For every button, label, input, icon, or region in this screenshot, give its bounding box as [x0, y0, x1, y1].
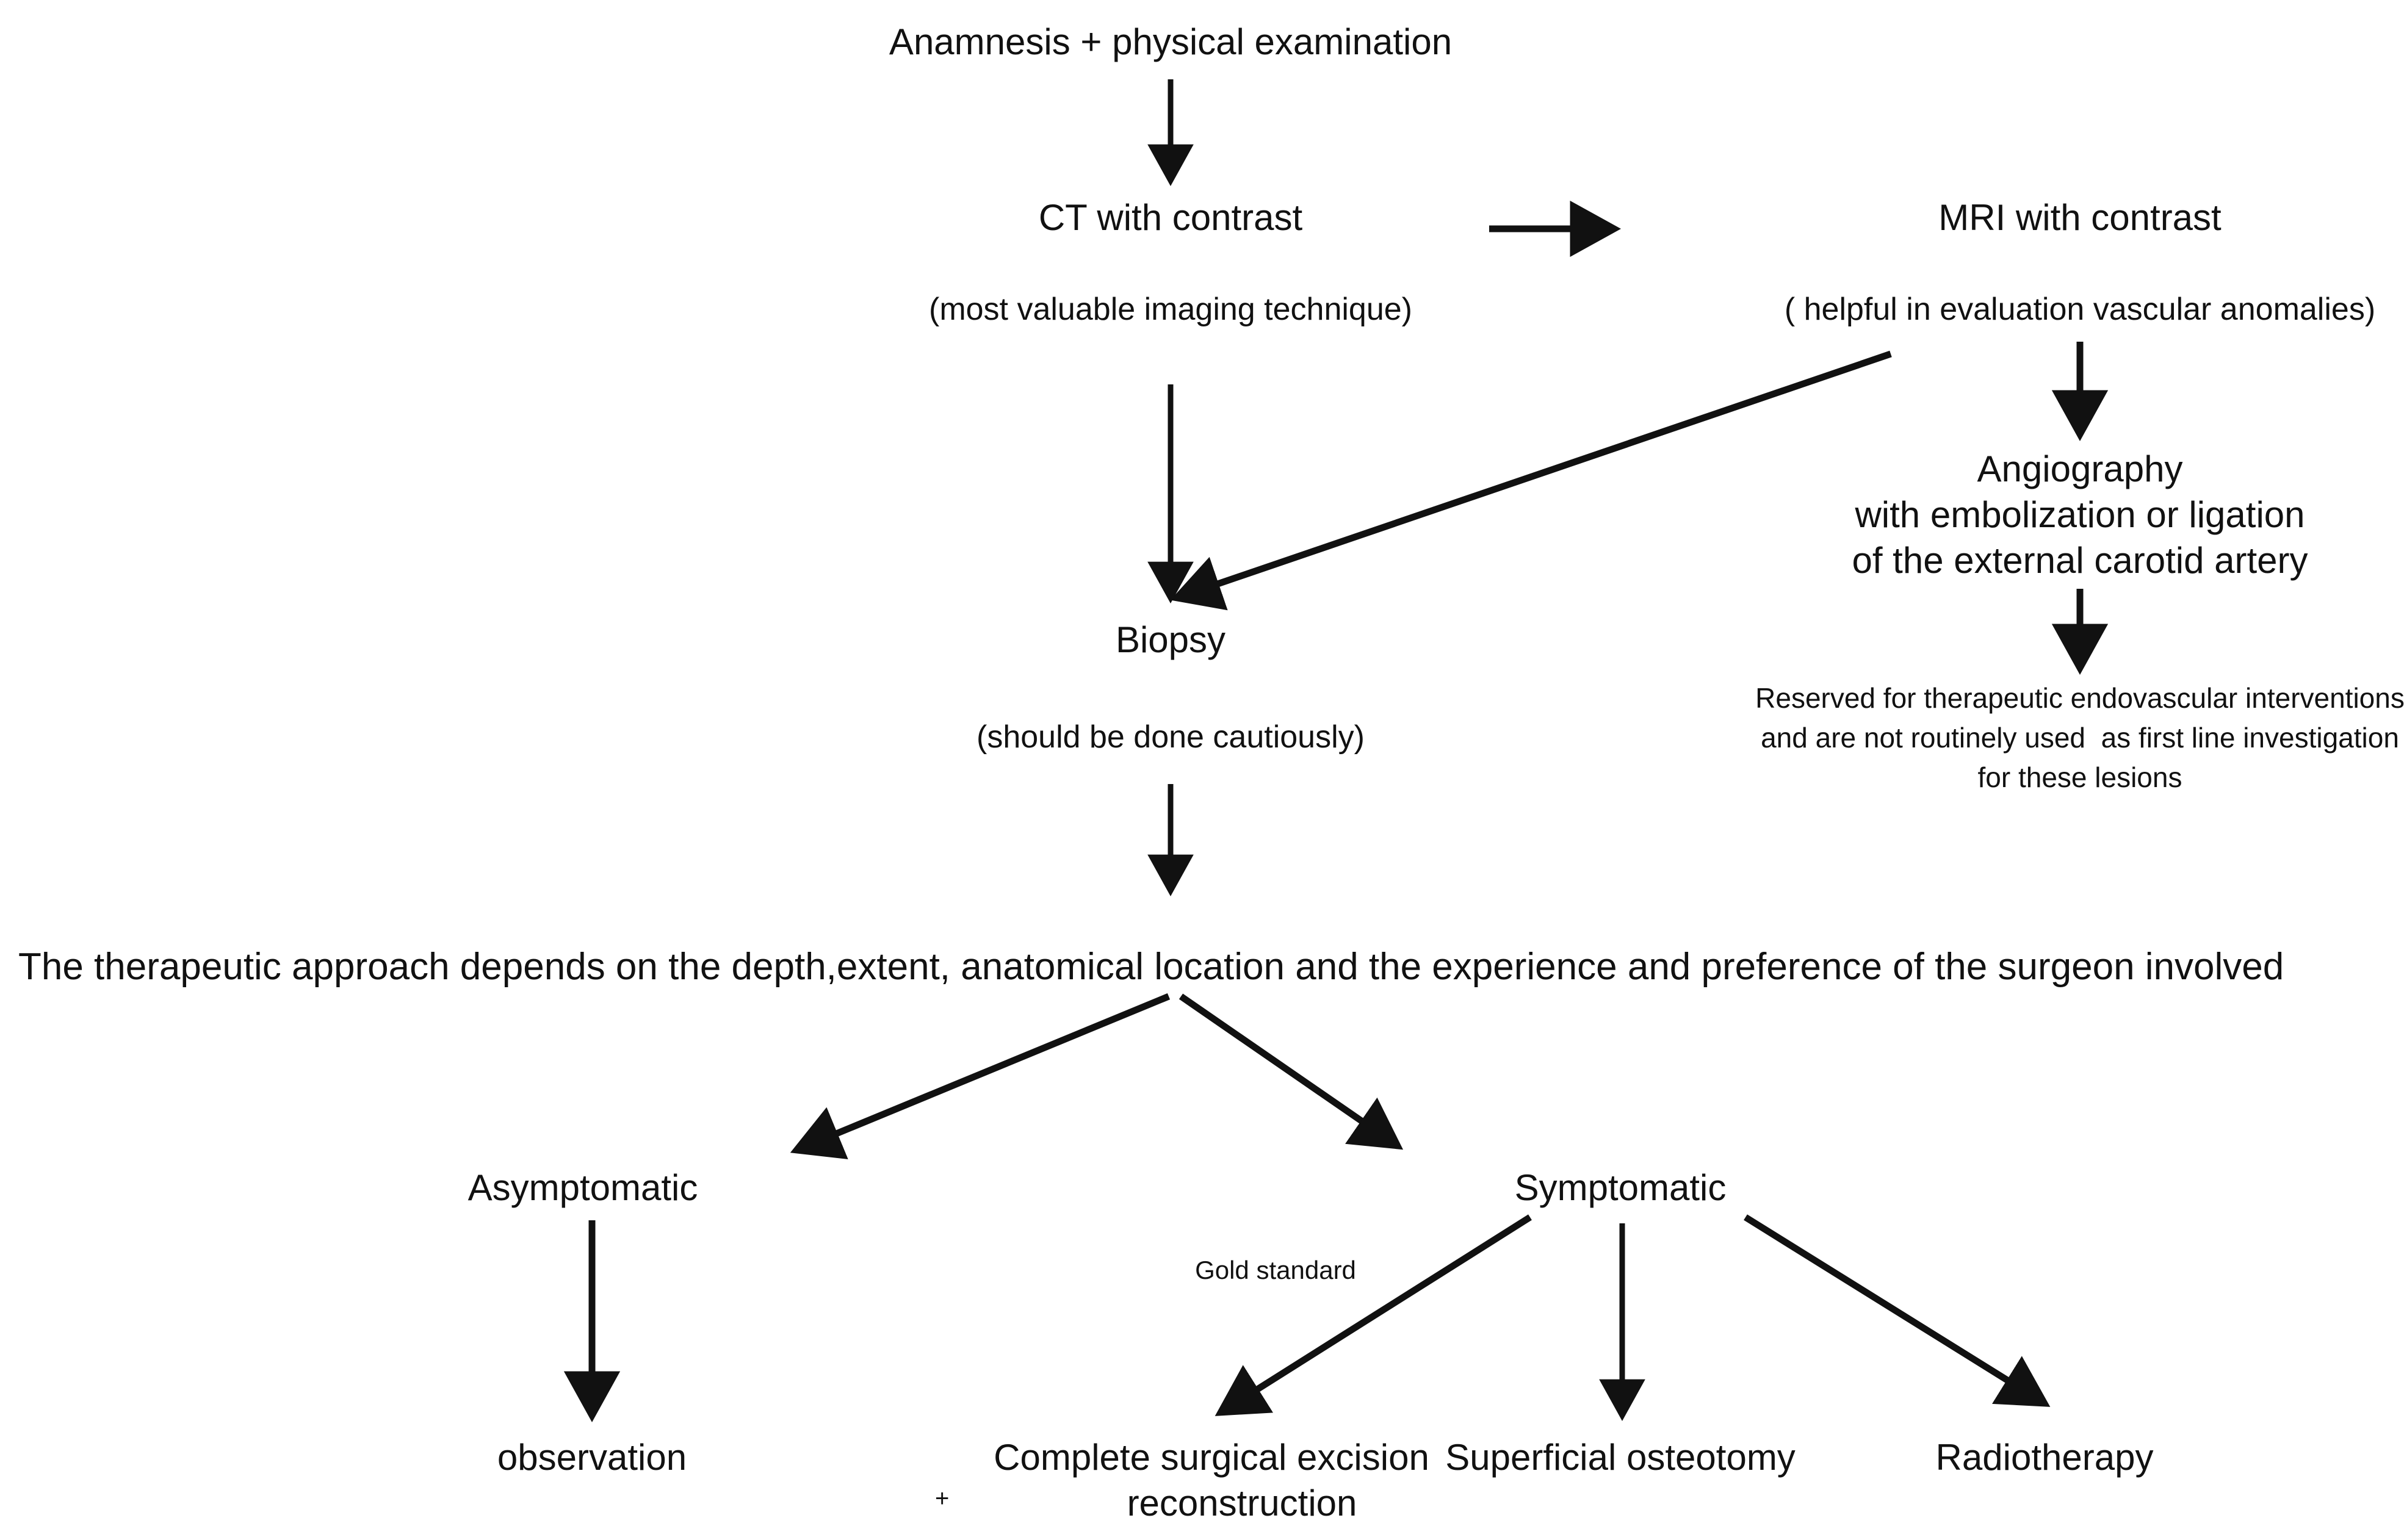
- node-angio-note-line1: Reserved for therapeutic endovascular in…: [1755, 682, 2404, 714]
- node-asymptomatic: Asymptomatic: [467, 1167, 698, 1208]
- node-symptomatic: Symptomatic: [1514, 1167, 1727, 1208]
- node-gold-standard-label: Gold standard: [1195, 1256, 1356, 1284]
- node-ct-note: (most valuable imaging technique): [929, 292, 1412, 327]
- node-observation: observation: [497, 1437, 687, 1478]
- node-angiography-line2: with embolization or ligation: [1855, 494, 2305, 535]
- node-biopsy: Biopsy: [1115, 619, 1226, 660]
- node-angio-note-line2: and are not routinely used as first line…: [1761, 722, 2399, 754]
- edge-therapeutic-to-asymptomatic: [790, 993, 1171, 1159]
- edge-symptomatic-to-radiotherapy: [1744, 1214, 2051, 1407]
- node-angio-note-line3: for these lesions: [1977, 761, 2182, 793]
- node-excision-plus-sign: +: [935, 1485, 950, 1512]
- node-complete-surgical-excision: Complete surgical excision: [994, 1437, 1429, 1478]
- edge-mri-to-biopsy: [1170, 350, 1892, 611]
- node-mri-note: ( helpful in evaluation vascular anomali…: [1784, 292, 2376, 327]
- node-reconstruction: reconstruction: [1127, 1483, 1357, 1524]
- edge-symptomatic-to-excision: [1215, 1214, 1532, 1416]
- node-mri-with-contrast: MRI with contrast: [1938, 197, 2222, 238]
- node-radiotherapy: Radiotherapy: [1935, 1437, 2154, 1478]
- node-angiography-line3: of the external carotid artery: [1852, 540, 2308, 581]
- node-superficial-osteotomy: Superficial osteotomy: [1445, 1437, 1796, 1478]
- node-biopsy-note: (should be done cautiously): [976, 719, 1365, 755]
- node-anamnesis: Anamnesis + physical examination: [889, 21, 1453, 62]
- node-therapeutic-approach-sentence: The therapeutic approach depends on the …: [18, 946, 2284, 988]
- node-ct-with-contrast: CT with contrast: [1038, 197, 1303, 238]
- node-angiography-line1: Angiography: [1977, 448, 2183, 489]
- edge-therapeutic-to-symptomatic: [1179, 993, 1404, 1150]
